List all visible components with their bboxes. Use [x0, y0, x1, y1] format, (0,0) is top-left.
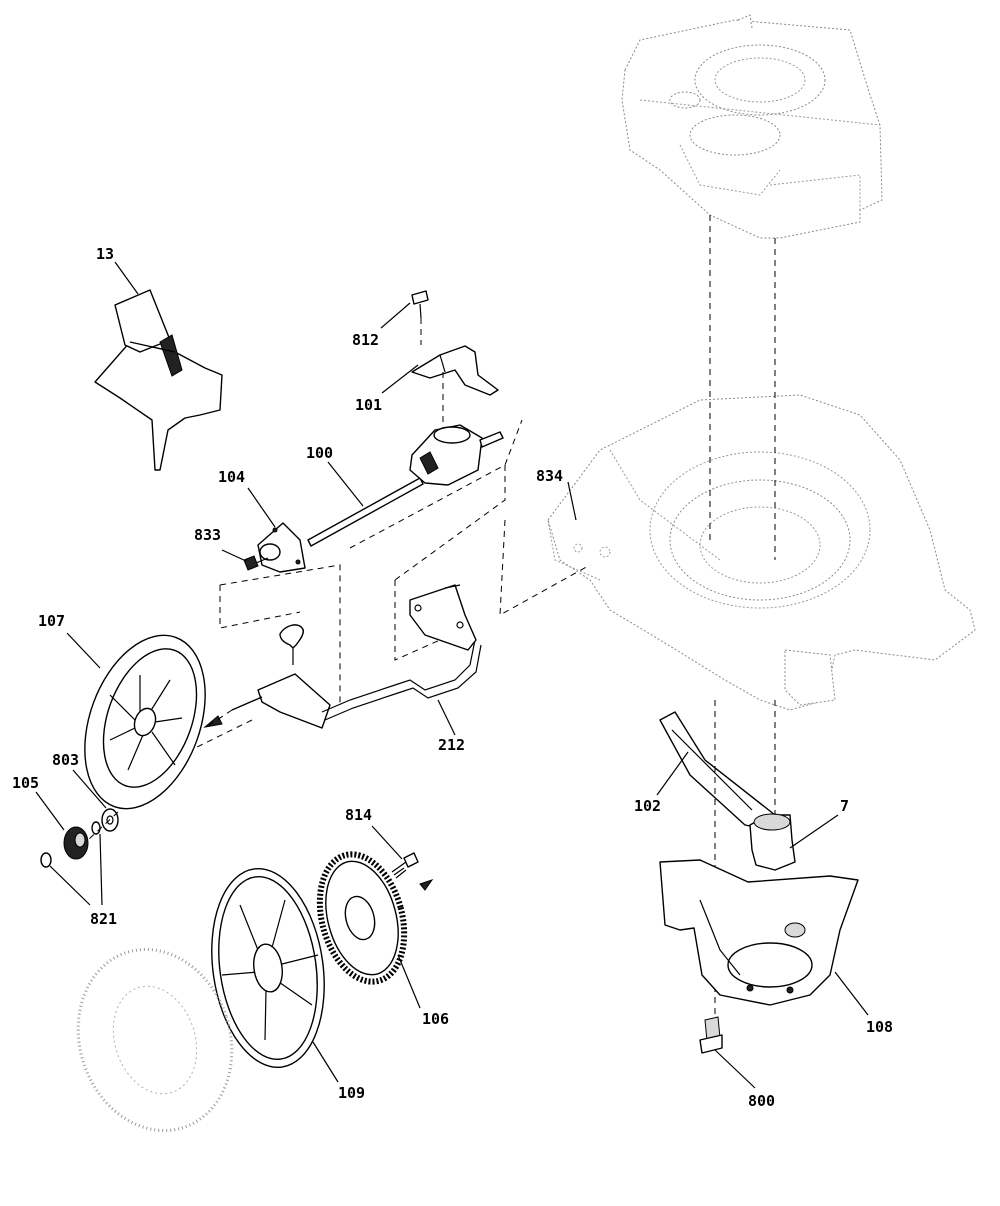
callout-821: 821 — [90, 910, 118, 928]
callout-800: 800 — [748, 1092, 776, 1110]
part-106-drawing — [316, 851, 408, 985]
part-108-drawing — [659, 859, 859, 1006]
callout-107: 107 — [38, 612, 66, 630]
callout-101: 101 — [355, 396, 383, 414]
part-7-drawing — [749, 813, 796, 871]
part-812-drawing — [411, 290, 429, 345]
part-800-drawing — [699, 1016, 723, 1054]
callout-100: 100 — [306, 444, 334, 462]
part-109-drawing — [211, 867, 325, 1069]
callout-212: 212 — [438, 736, 466, 754]
callout-106: 106 — [422, 1010, 450, 1028]
part-833-drawing — [243, 555, 269, 571]
callout-102: 102 — [634, 797, 662, 815]
part-107-drawing — [84, 634, 206, 810]
callout-13: 13 — [96, 245, 115, 263]
callout-109: 109 — [338, 1084, 366, 1102]
callout-105: 105 — [12, 774, 40, 792]
part-212-drawing — [203, 584, 482, 729]
part-104-drawing — [257, 522, 306, 573]
part-13-drawing — [94, 289, 223, 471]
callout-812: 812 — [352, 331, 380, 349]
callout-834: 834 — [536, 467, 564, 485]
part-105-drawing — [63, 826, 89, 860]
part-101-drawing — [411, 345, 499, 396]
callout-814: 814 — [345, 806, 373, 824]
tire-drawing — [76, 947, 234, 1133]
part-821-drawing — [40, 821, 101, 868]
leader-lines — [35, 261, 869, 1089]
engine-drawing — [621, 14, 883, 239]
callout-833: 833 — [194, 526, 222, 544]
callout-803: 803 — [52, 751, 80, 769]
part-102-drawing — [659, 711, 776, 831]
mower-deck-drawing — [547, 394, 976, 711]
callout-104: 104 — [218, 468, 246, 486]
part-100-drawing — [307, 424, 504, 547]
callout-7: 7 — [840, 797, 850, 815]
part-814-drawing — [391, 852, 434, 891]
callout-108: 108 — [866, 1018, 894, 1036]
